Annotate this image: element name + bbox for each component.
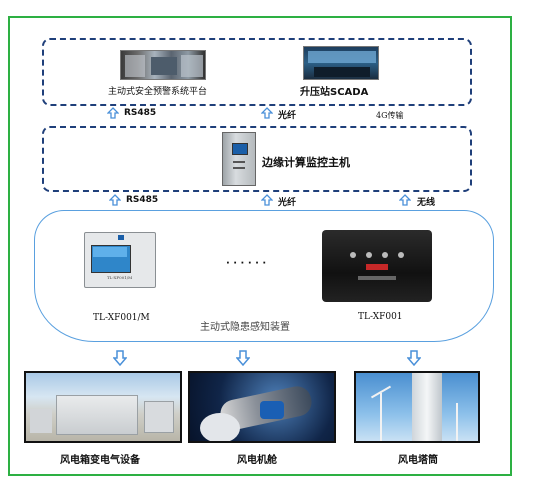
diagram-frame xyxy=(8,16,512,476)
platform-label: 主动式安全预警系统平台 xyxy=(108,87,208,97)
down-arrow-icon xyxy=(407,350,421,366)
edge-host-cabinet-image xyxy=(222,132,256,186)
ellipsis: · · · · · · xyxy=(226,258,267,269)
link-label-4g: 4G传输 xyxy=(376,111,404,120)
device-model-left: TL-XF001/M xyxy=(93,313,150,323)
up-arrow-icon xyxy=(109,194,121,206)
scada-room-image xyxy=(303,46,379,80)
link-label-fiber: 光纤 xyxy=(278,111,297,121)
link-label-rs485: RS485 xyxy=(126,195,159,205)
down-arrow-icon xyxy=(113,350,127,366)
tower-photo xyxy=(354,371,480,443)
device-group-label: 主动式隐患感知装置 xyxy=(200,322,290,333)
sensing-device-group xyxy=(34,210,494,342)
up-arrow-icon xyxy=(399,194,411,206)
up-arrow-icon xyxy=(261,194,273,206)
top-layer-box xyxy=(42,38,472,106)
down-arrow-icon xyxy=(236,350,250,366)
nacelle-photo xyxy=(188,371,336,443)
up-arrow-icon xyxy=(107,107,119,119)
target-label-tower: 风电塔筒 xyxy=(398,455,438,466)
link-label-rs485: RS485 xyxy=(124,108,157,118)
edge-layer-box xyxy=(42,126,472,192)
target-label-transformer: 风电箱变电气设备 xyxy=(60,455,140,466)
device-box-image xyxy=(322,230,432,302)
platform-screen-image xyxy=(120,50,206,80)
device-panel-image: TL-XF001/M xyxy=(84,232,156,288)
device-model-right: TL-XF001 xyxy=(358,312,403,322)
link-label-wireless: 无线 xyxy=(417,198,436,208)
scada-label: 升压站SCADA xyxy=(300,87,369,98)
target-label-nacelle: 风电机舱 xyxy=(237,455,277,466)
link-label-fiber: 光纤 xyxy=(278,198,297,208)
edge-host-label: 边缘计算监控主机 xyxy=(262,156,350,169)
box-transformer-photo xyxy=(24,371,182,443)
up-arrow-icon xyxy=(261,107,273,119)
